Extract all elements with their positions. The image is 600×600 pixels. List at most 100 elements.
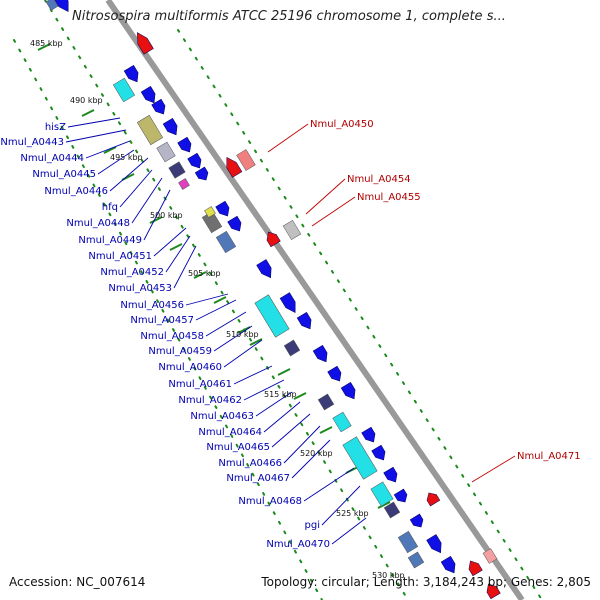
reverse-gene-block <box>282 219 302 241</box>
forward-gene-arrow <box>215 200 230 217</box>
forward-gene-arrow <box>279 292 296 313</box>
forward-gene-arrow <box>151 98 166 115</box>
dark-purple-feature-block <box>283 339 301 357</box>
reverse-gene-arrow <box>137 32 154 55</box>
tick-dash <box>37 43 51 51</box>
gene-label-pgi: pgi <box>305 520 320 531</box>
tick-dash <box>81 109 95 117</box>
gene-label-nmul_a0446: Nmul_A0446 <box>44 186 108 197</box>
forward-gene-arrow <box>296 311 312 330</box>
scale-label: 495 kbp <box>110 153 143 162</box>
gene-label-nmul_a0454: Nmul_A0454 <box>347 174 411 185</box>
gene-label-nmul_a0464: Nmul_A0464 <box>198 427 262 438</box>
reverse-gene-arrow <box>486 583 501 600</box>
forward-gene-arrow <box>162 117 178 136</box>
gene-label-nmul_a0445: Nmul_A0445 <box>32 169 96 180</box>
forward-gene-arrow <box>393 488 408 503</box>
forward-gene-arrow <box>52 0 69 12</box>
leader-line <box>291 439 331 479</box>
steel-blue-feature-block <box>407 551 425 569</box>
leader-line <box>67 117 121 128</box>
gene-label-nmul_a0470: Nmul_A0470 <box>266 539 330 550</box>
tick-dash <box>103 146 117 154</box>
leader-line <box>243 379 285 401</box>
gene-label-nmul_a0459: Nmul_A0459 <box>148 346 212 357</box>
scale-label: 525 kbp <box>336 509 369 518</box>
forward-gene-arrow <box>177 136 192 153</box>
scale-label: 500 kbp <box>150 211 183 220</box>
scale-label: 530 kbp <box>372 571 405 580</box>
leader-line <box>283 425 321 464</box>
gene-label-nmul_a0458: Nmul_A0458 <box>140 331 204 342</box>
gene-features[interactable] <box>45 0 501 600</box>
leader-line <box>303 467 355 502</box>
leader-line <box>267 123 309 153</box>
leader-line <box>263 401 301 433</box>
leader-line <box>305 178 346 215</box>
forward-gene-arrow <box>371 444 386 461</box>
sequence-title: Nitrosospira multiformis ATCC 25196 chro… <box>72 9 506 24</box>
gene-label-nmul_a0468: Nmul_A0468 <box>238 496 302 507</box>
tick-dash <box>377 501 391 509</box>
yellow-feature-block <box>204 206 216 218</box>
dotted-guide-line <box>177 29 543 600</box>
gene-label-nmul_a0465: Nmul_A0465 <box>206 442 270 453</box>
gene-labels[interactable]: hisZNmul_A0443Nmul_A0444Nmul_A0445Nmul_A… <box>0 119 580 550</box>
reverse-gene-block <box>236 149 256 171</box>
leader-line <box>205 311 247 337</box>
tick-dash <box>213 296 227 304</box>
tick-dash <box>149 216 163 224</box>
gene-label-nmul_a0461: Nmul_A0461 <box>168 379 232 390</box>
gene-label-nmul_a0448: Nmul_A0448 <box>66 218 130 229</box>
forward-gene-arrow <box>361 426 376 443</box>
gene-label-nmul_a0456: Nmul_A0456 <box>120 300 184 311</box>
scale-label: 505 kbp <box>188 269 221 278</box>
gene-label-nmul_a0467: Nmul_A0467 <box>226 473 290 484</box>
reverse-gene-arrow <box>226 157 243 178</box>
leader-line <box>331 517 367 545</box>
scale-label: 490 kbp <box>70 96 103 105</box>
tick-dash <box>319 426 333 434</box>
dark-purple-feature-block <box>317 393 335 411</box>
leader-line <box>173 245 197 289</box>
tick-dash <box>277 368 291 376</box>
gray-feature-block <box>156 141 176 163</box>
leader-line <box>131 177 163 224</box>
forward-gene-arrow <box>440 555 456 574</box>
forward-gene-arrow <box>426 534 442 554</box>
leader-line <box>213 325 253 352</box>
cyan-feature-block <box>342 436 378 480</box>
topology-summary: Topology: circular; Length: 3,184,243 bp… <box>261 575 591 589</box>
leader-line <box>255 391 293 417</box>
scale-label: 510 kbp <box>226 330 259 339</box>
backbone-line <box>105 0 525 600</box>
gene-label-hfq: hfq <box>102 202 118 213</box>
forward-gene-arrow <box>327 365 342 382</box>
accession-label: Accession: NC_007614 <box>9 575 146 589</box>
scale-labels: 485 kbp 490 kbp 495 kbp 500 kbp 505 kbp 510 k… <box>30 39 405 580</box>
dark-purple-feature-block <box>383 501 401 519</box>
reverse-gene-arrow <box>426 492 441 507</box>
leader-line <box>85 140 131 159</box>
tick-dash <box>237 326 251 334</box>
tick-dash <box>193 271 207 279</box>
gene-label-nmul_a0452: Nmul_A0452 <box>100 267 164 278</box>
leader-line <box>185 293 229 306</box>
gene-label-nmul_a0443: Nmul_A0443 <box>0 137 64 148</box>
scale-label: 485 kbp <box>30 39 63 48</box>
gene-label-nmul_a0449: Nmul_A0449 <box>78 235 142 246</box>
reverse-gene-arrow <box>468 560 483 577</box>
forward-gene-arrow <box>123 64 139 83</box>
forward-gene-arrow <box>227 215 242 232</box>
leader-line <box>271 413 311 448</box>
leader-line <box>165 235 191 273</box>
tick-dash <box>249 338 263 346</box>
cyan-feature-block <box>370 481 394 507</box>
gene-label-nmul_a0460: Nmul_A0460 <box>158 362 222 373</box>
leader-line <box>195 299 237 321</box>
leader-line <box>223 339 263 368</box>
forward-gene-arrow <box>383 466 398 483</box>
reverse-gene-block <box>482 548 498 564</box>
tick-dash <box>293 392 307 400</box>
gene-label-nmul_a0471: Nmul_A0471 <box>517 451 581 462</box>
